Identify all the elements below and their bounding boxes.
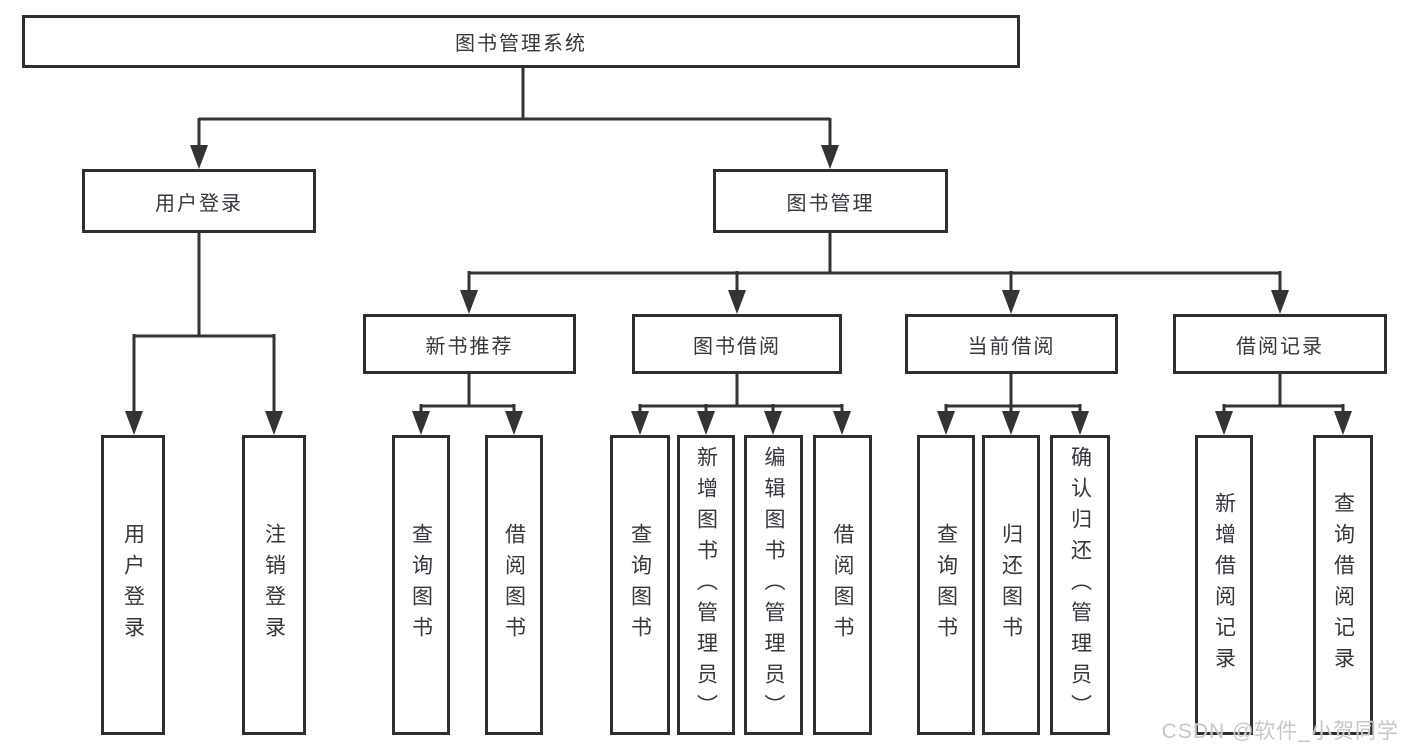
node-user-login: 用户登录 [82,169,316,233]
leaf-user-login: 用户登录 [101,435,165,735]
leaf-borrow-edit-admin: 编辑图书（管理员） [744,435,803,735]
node-root: 图书管理系统 [22,15,1020,68]
leaf-borrow-borrow: 借阅图书 [813,435,872,735]
leaf-borrow-query: 查询图书 [610,435,670,735]
leaf-newbooks-query: 查询图书 [392,435,450,735]
leaf-current-confirm-admin: 确认归还（管理员） [1050,435,1110,735]
leaf-newbooks-borrow: 借阅图书 [485,435,543,735]
node-current-borrow: 当前借阅 [905,314,1118,374]
arrowheads [125,145,1352,435]
csdn-watermark: CSDN @软件_小贺同学 [1161,720,1399,743]
leaf-logout: 注销登录 [242,435,306,735]
node-book-management: 图书管理 [713,169,948,233]
leaf-records-query: 查询借阅记录 [1313,435,1373,735]
node-new-books: 新书推荐 [363,314,576,374]
leaf-records-add: 新增借阅记录 [1195,435,1253,735]
leaf-borrow-add-admin: 新增图书（管理员） [677,435,735,735]
leaf-current-query: 查询图书 [917,435,975,735]
node-borrow-records: 借阅记录 [1173,314,1387,374]
leaf-current-return: 归还图书 [982,435,1040,735]
node-book-borrow: 图书借阅 [632,314,842,374]
